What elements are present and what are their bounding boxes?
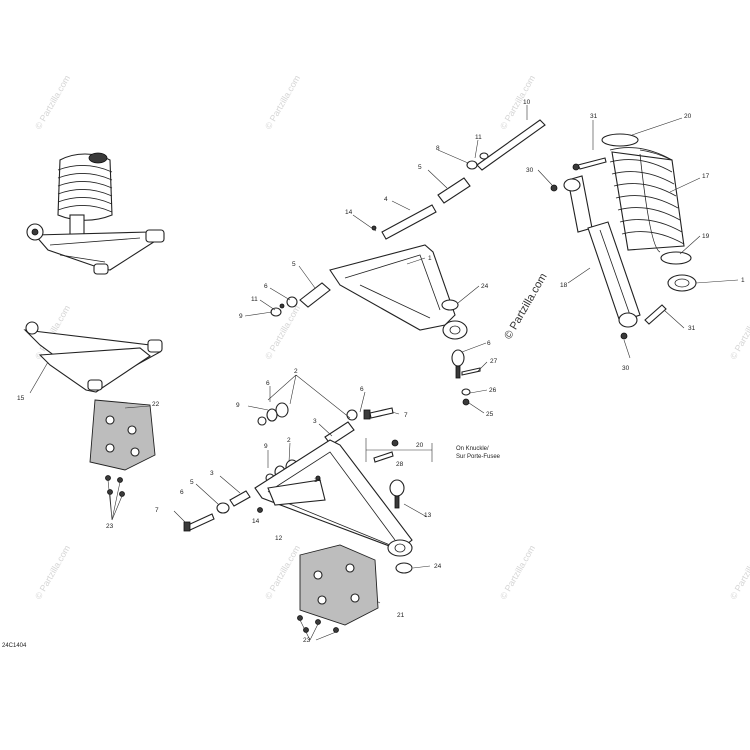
callout-7: 7 xyxy=(404,412,408,419)
callout-31b: 31 xyxy=(688,325,696,332)
svg-text:© Partzilla.com: © Partzilla.com xyxy=(33,73,72,131)
callout-28: 28 xyxy=(396,461,404,468)
svg-text:© Partzilla.com: © Partzilla.com xyxy=(728,543,750,601)
callout-6d: 6 xyxy=(360,386,364,393)
callout-11b: 11 xyxy=(251,296,258,303)
callout-9b: 9 xyxy=(236,402,240,409)
callout-14: 14 xyxy=(345,209,353,216)
svg-text:© Partzilla.com: © Partzilla.com xyxy=(263,543,302,601)
callout-3b: 3 xyxy=(210,470,214,477)
callout-2b: 2 xyxy=(287,437,291,444)
callout-6: 6 xyxy=(264,283,268,290)
callout-19: 19 xyxy=(702,233,710,240)
callout-23: 23 xyxy=(106,523,114,530)
callout-14c: 14 xyxy=(252,518,260,525)
callout-20b: 20 xyxy=(416,442,424,449)
callout-8: 8 xyxy=(436,145,440,152)
callout-24b: 24 xyxy=(434,563,442,570)
svg-text:© Partzilla.com: © Partzilla.com xyxy=(263,303,302,361)
callout-13: 13 xyxy=(424,512,432,519)
callout-6e: 6 xyxy=(180,489,184,496)
callout-24: 24 xyxy=(481,283,489,290)
callout-25: 25 xyxy=(486,411,494,418)
callout-11: 11 xyxy=(475,134,482,141)
bracket-21 xyxy=(297,544,379,641)
callout-30b: 30 xyxy=(622,365,630,372)
callout-31: 31 xyxy=(590,113,598,120)
thumbnail-assembly xyxy=(26,152,165,275)
svg-text:© Partzilla.com: © Partzilla.com xyxy=(498,543,537,601)
shock-absorber-group xyxy=(537,117,739,359)
callout-23b: 23 xyxy=(303,637,311,644)
callout-15: 15 xyxy=(17,395,25,402)
illustration-code: 24C1404 xyxy=(2,643,27,649)
coil-spring xyxy=(601,133,685,253)
callout-6c: 6 xyxy=(266,380,270,387)
callout-4: 4 xyxy=(384,196,388,203)
callout-3: 3 xyxy=(313,418,317,425)
callout-22: 22 xyxy=(152,401,160,408)
callout-labels: 10 11 8 5 4 14 1 5 6 11 9 24 6 27 26 25 … xyxy=(17,99,745,644)
callout-26: 26 xyxy=(489,387,497,394)
lower-a-arm-group xyxy=(173,225,433,604)
thumbnail-a-arms xyxy=(23,321,163,394)
svg-text:On Knuckle/: On Knuckle/ xyxy=(456,446,489,452)
callout-9: 9 xyxy=(239,313,243,320)
callout-5b: 5 xyxy=(292,261,296,268)
callout-27: 27 xyxy=(490,358,498,365)
svg-text:Sur Porte-Fusee: Sur Porte-Fusee xyxy=(456,454,501,460)
callout-7b: 7 xyxy=(155,507,159,514)
callout-6b: 6 xyxy=(487,340,491,347)
callout-20: 20 xyxy=(684,113,692,120)
callout-17: 17 xyxy=(702,173,710,180)
callout-18: 18 xyxy=(560,282,568,289)
bracket-22 xyxy=(89,399,156,521)
callout-14b: 14 xyxy=(314,477,322,484)
callout-1b: 1 xyxy=(741,277,745,284)
knuckle-note: On Knuckle/ Sur Porte-Fusee xyxy=(456,446,501,460)
upper-a-arm-group xyxy=(244,105,546,414)
svg-text:© Partzilla.com: © Partzilla.com xyxy=(263,73,302,131)
watermark-main: © Partzilla.com xyxy=(502,271,549,341)
svg-text:© Partzilla.com: © Partzilla.com xyxy=(33,543,72,601)
callout-5: 5 xyxy=(418,164,422,171)
callout-10: 10 xyxy=(523,99,531,106)
svg-text:© Partzilla.com: © Partzilla.com xyxy=(498,73,537,131)
callout-5c: 5 xyxy=(190,479,194,486)
callout-1: 1 xyxy=(428,255,432,262)
callout-21: 21 xyxy=(397,612,405,619)
callout-2: 2 xyxy=(294,368,298,375)
svg-text:© Partzilla.com: © Partzilla.com xyxy=(728,303,750,361)
callout-9c: 9 xyxy=(264,443,268,450)
callout-30: 30 xyxy=(526,167,534,174)
callout-12: 12 xyxy=(275,535,283,542)
